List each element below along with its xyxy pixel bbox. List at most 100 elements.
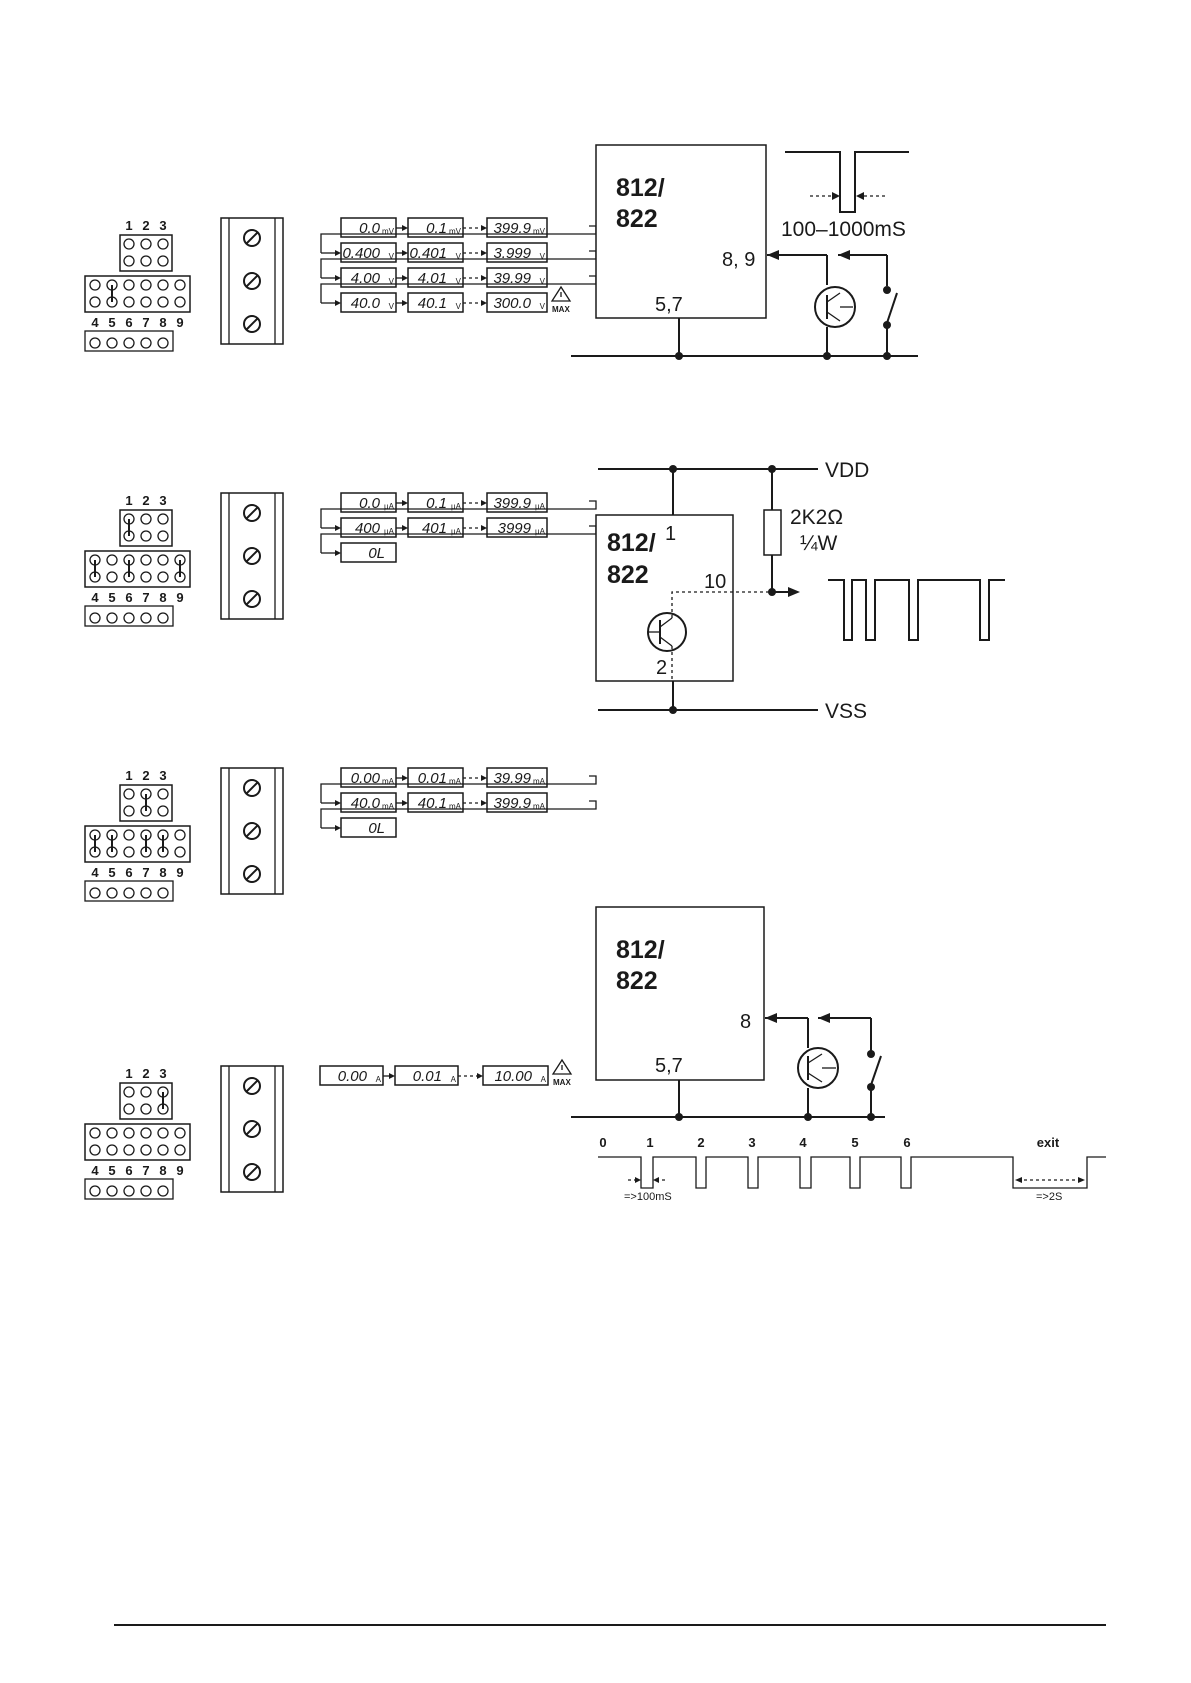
max-label: MAX bbox=[552, 305, 570, 314]
lcd-value: 0.0 bbox=[359, 220, 381, 237]
screw-head bbox=[243, 229, 261, 247]
screw-slot bbox=[245, 231, 259, 245]
jumper-pin bbox=[174, 829, 186, 841]
lcd-unit: V bbox=[389, 277, 395, 286]
jumper-pin bbox=[157, 788, 169, 800]
arrow-head bbox=[402, 775, 408, 781]
lcd-display bbox=[482, 1065, 549, 1086]
arrow-head bbox=[335, 800, 341, 806]
screw-slot bbox=[245, 1079, 259, 1093]
ic-box bbox=[595, 906, 765, 1081]
jumper-pin bbox=[140, 1127, 152, 1139]
lcd-value: 4.00 bbox=[351, 270, 381, 287]
jumper-pin bbox=[106, 1127, 118, 1139]
jumper-number: 6 bbox=[125, 865, 132, 880]
screw-icon bbox=[243, 315, 261, 333]
screw-slot bbox=[245, 592, 259, 606]
arrow-head bbox=[481, 275, 487, 281]
lcd-value: 40.0 bbox=[351, 795, 381, 812]
jumper-number: 8 bbox=[159, 590, 166, 605]
lcd-value: 4.01 bbox=[418, 270, 447, 287]
arrow-head bbox=[335, 550, 341, 556]
arrow-head bbox=[335, 275, 341, 281]
jumper-number: 8 bbox=[159, 865, 166, 880]
jumper-number: 7 bbox=[142, 865, 149, 880]
arrow-head bbox=[481, 775, 487, 781]
lcd-unit: V bbox=[540, 302, 546, 311]
screw-head bbox=[243, 779, 261, 797]
exit-time-label: =>2S bbox=[1036, 1191, 1062, 1203]
ic-box bbox=[595, 144, 767, 319]
screw-icon bbox=[243, 822, 261, 840]
arrow-head bbox=[389, 1073, 395, 1079]
jumper-pin bbox=[157, 554, 169, 566]
jumper-number: 8 bbox=[159, 315, 166, 330]
screw-slot bbox=[245, 274, 259, 288]
pin1-label: 1 bbox=[665, 523, 676, 545]
jumper-pin bbox=[157, 1185, 169, 1197]
screw-head bbox=[243, 1120, 261, 1138]
screw-slot bbox=[245, 1165, 259, 1179]
jumper-pin bbox=[123, 1127, 135, 1139]
pin-label-ground: 5,7 bbox=[655, 1055, 683, 1077]
screw-head bbox=[243, 272, 261, 290]
jumper-pin bbox=[123, 805, 135, 817]
lcd-value: 399.9 bbox=[493, 495, 531, 512]
jumper-pin bbox=[140, 612, 152, 624]
jumper-number: 5 bbox=[108, 865, 115, 880]
lcd-unit: mV bbox=[382, 227, 395, 236]
jumper-pin bbox=[157, 612, 169, 624]
jumper-number: 9 bbox=[176, 865, 183, 880]
ic-model-line2: 822 bbox=[607, 561, 649, 589]
screw-slot bbox=[245, 824, 259, 838]
ic-box bbox=[595, 514, 734, 682]
jumper-pin bbox=[140, 513, 152, 525]
wrap-connector bbox=[320, 775, 597, 803]
resistor-value: 2K2Ω bbox=[790, 506, 843, 529]
lcd-unit: mA bbox=[449, 802, 462, 811]
jumper-pin bbox=[123, 612, 135, 624]
jumper-number: 2 bbox=[142, 768, 149, 783]
jumper-pin bbox=[157, 530, 169, 542]
max-label: MAX bbox=[553, 1078, 571, 1087]
lcd-value: 300.0 bbox=[493, 295, 531, 312]
jumper-pin bbox=[157, 279, 169, 291]
timing-step-label: exit bbox=[1037, 1135, 1060, 1150]
jumper-pin bbox=[89, 279, 101, 291]
pulse-waveform bbox=[785, 151, 909, 213]
lcd-value: 10.00 bbox=[494, 1068, 532, 1085]
warning-triangle bbox=[550, 285, 572, 302]
arrow-head bbox=[402, 225, 408, 231]
screw-icon bbox=[243, 1077, 261, 1095]
lcd-value: 0.1 bbox=[426, 220, 447, 237]
lcd-value: 0.00 bbox=[351, 770, 381, 787]
jumper-pin bbox=[106, 571, 118, 583]
arrow-head bbox=[402, 800, 408, 806]
pin-label-ground: 5,7 bbox=[655, 294, 683, 316]
screw-icon bbox=[243, 590, 261, 608]
jumper-number: 7 bbox=[142, 590, 149, 605]
jumper-number: 4 bbox=[91, 1163, 99, 1178]
timing-step-label: 1 bbox=[646, 1135, 653, 1150]
lcd-value: 0.0 bbox=[359, 495, 381, 512]
timing-step-label: 4 bbox=[799, 1135, 807, 1150]
lcd-value: 39.99 bbox=[493, 270, 531, 287]
arrow-head bbox=[335, 525, 341, 531]
output-waveform bbox=[828, 579, 1005, 641]
jumper-number: 3 bbox=[159, 493, 166, 508]
jumper-pin bbox=[89, 337, 101, 349]
jumper-pin bbox=[157, 238, 169, 250]
jumper-pin bbox=[106, 554, 118, 566]
lcd-unit: V bbox=[456, 252, 462, 261]
screw-head bbox=[243, 1077, 261, 1095]
timing-step-label: 5 bbox=[851, 1135, 858, 1150]
timing-step-label: 6 bbox=[903, 1135, 910, 1150]
jumper-pin bbox=[123, 829, 135, 841]
lcd-value: 401 bbox=[422, 520, 447, 537]
jumper-pin bbox=[140, 1086, 152, 1098]
